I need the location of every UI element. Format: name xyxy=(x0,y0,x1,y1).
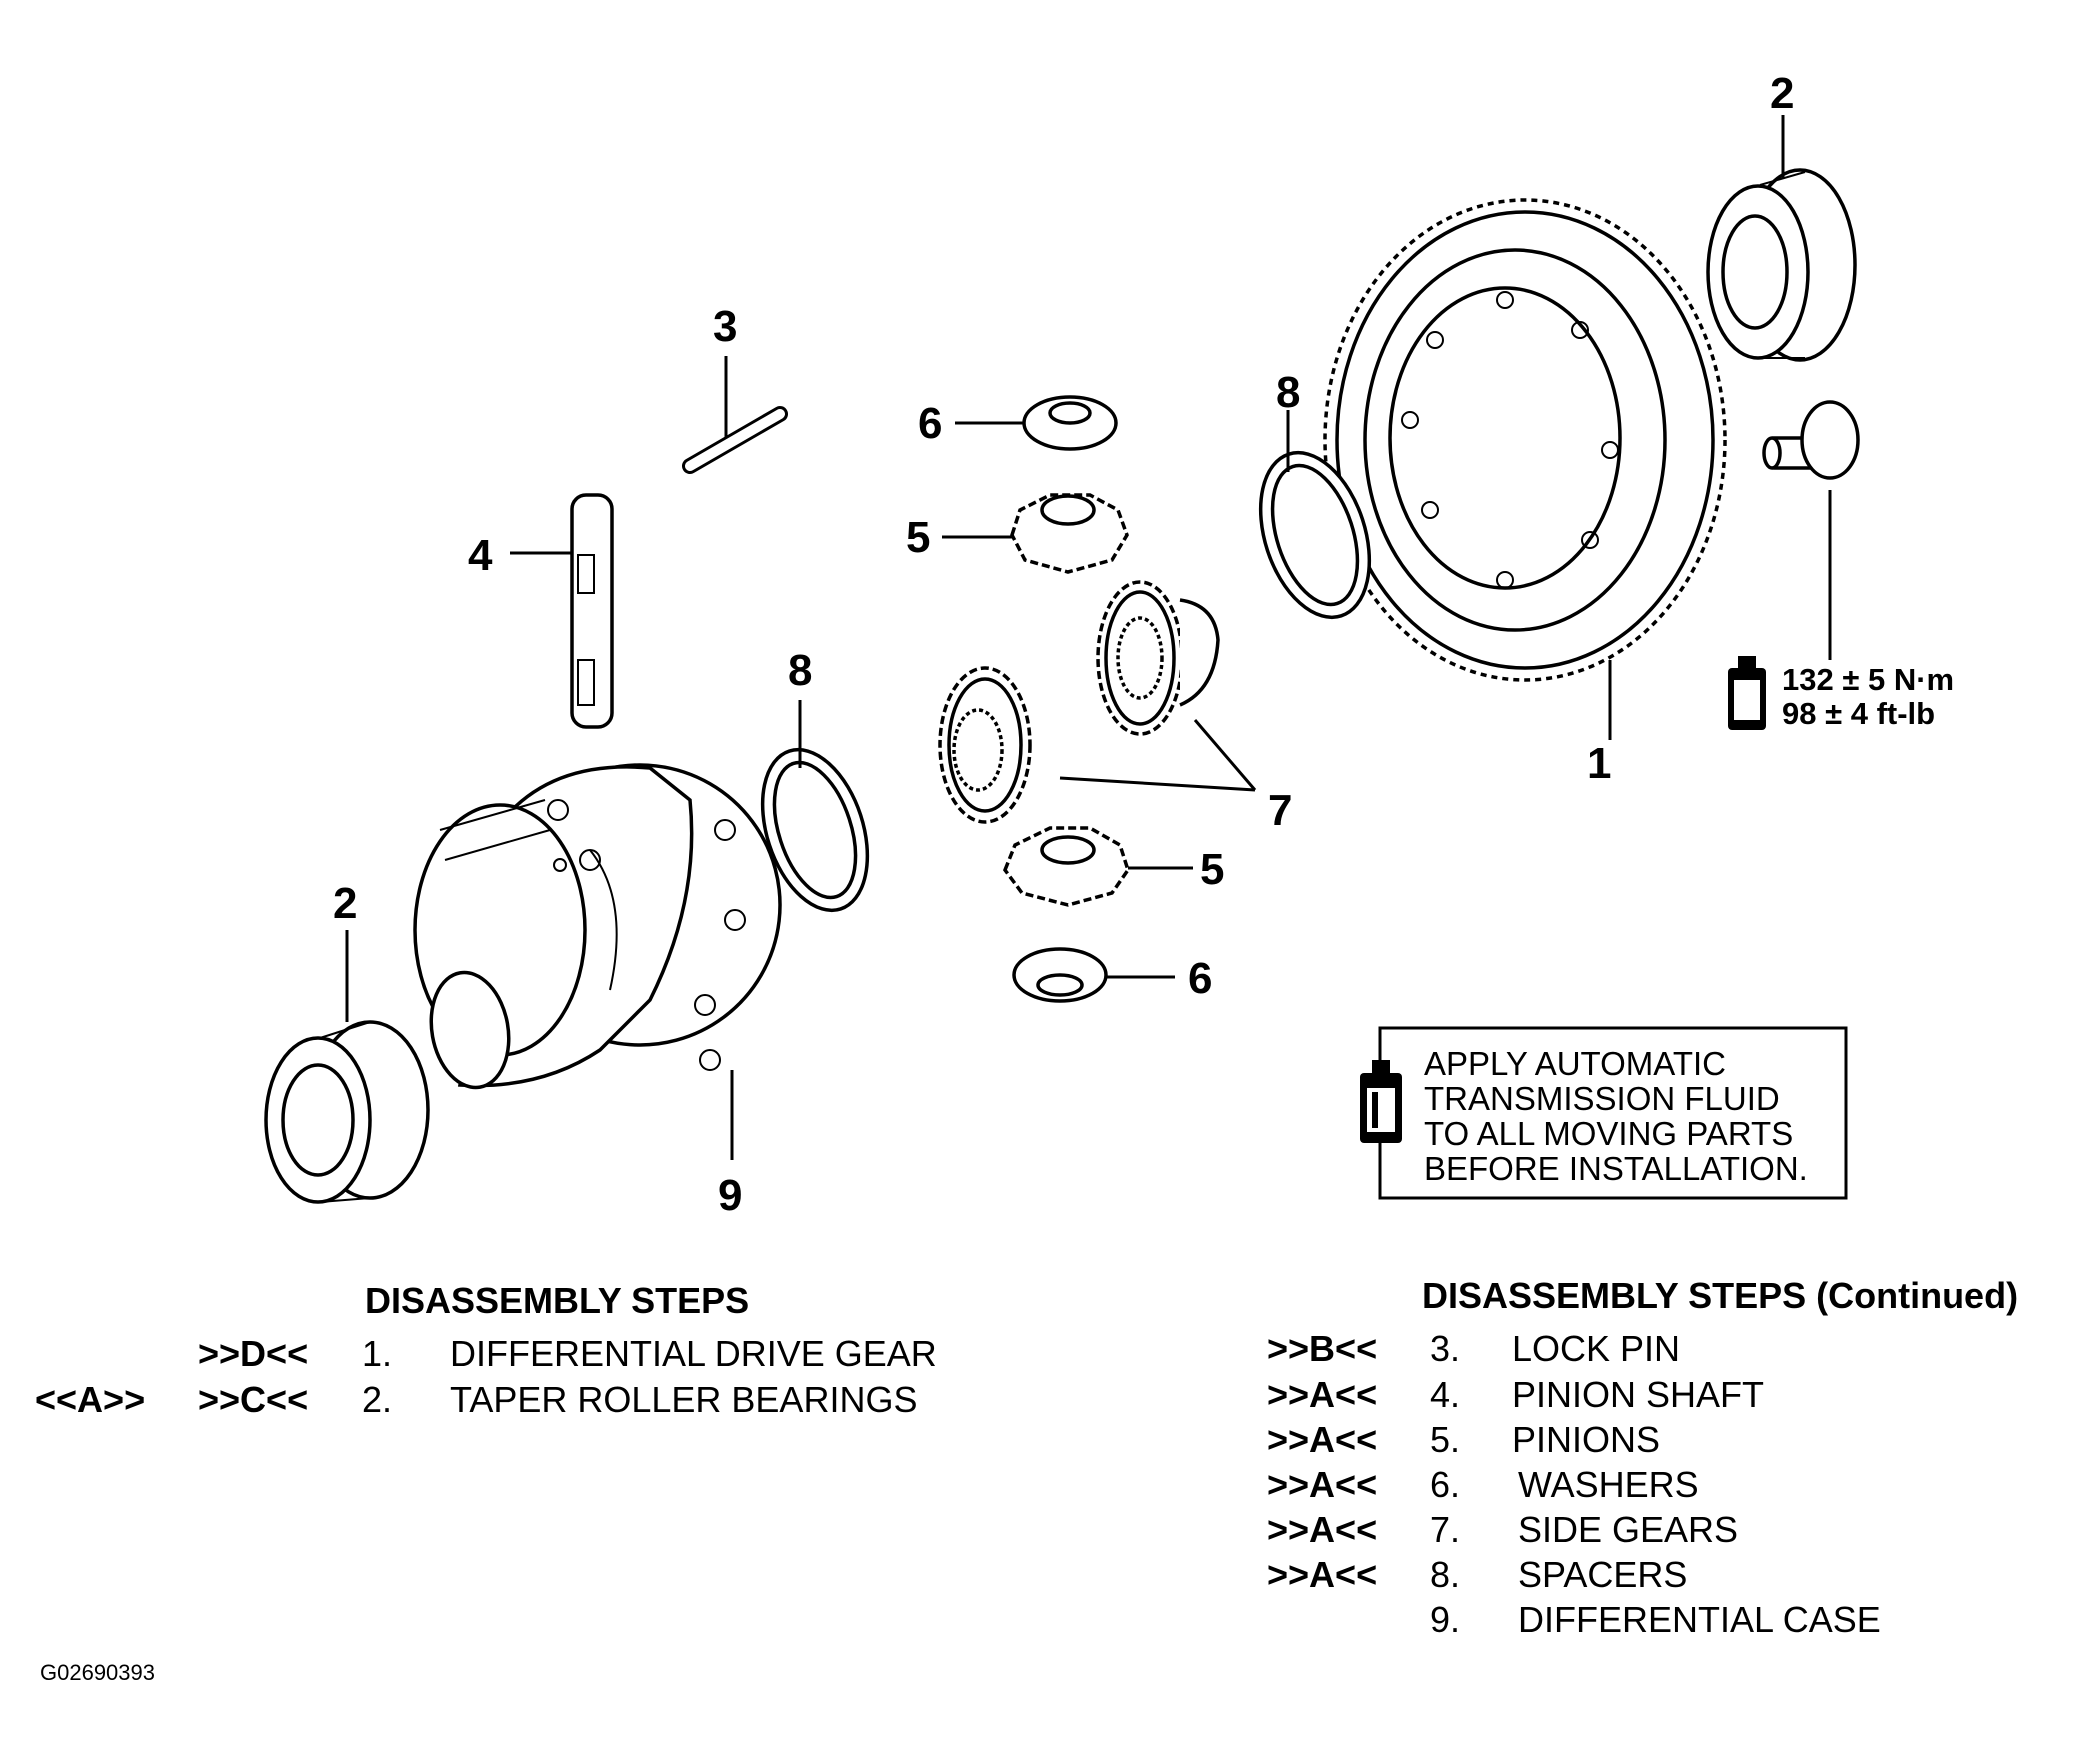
callout-6-top: 6 xyxy=(918,399,942,448)
lock-pin xyxy=(682,406,788,474)
callout-3: 3 xyxy=(713,302,737,351)
step-label: TAPER ROLLER BEARINGS xyxy=(450,1379,918,1420)
side-gear-upper xyxy=(1096,580,1220,736)
washer-bottom xyxy=(1012,947,1108,1003)
step-code: >>C<< xyxy=(198,1379,309,1420)
fluid-note-box: APPLY AUTOMATIC TRANSMISSION FLUID TO AL… xyxy=(1360,1026,1848,1200)
note-line-4: BEFORE INSTALLATION. xyxy=(1424,1150,1808,1187)
steps-right-row-3: >>B<< 3. LOCK PIN xyxy=(1260,1327,2060,1371)
pinion-bottom xyxy=(1003,826,1130,907)
step-code: >>A<< xyxy=(1267,1554,1378,1595)
steps-left-heading: DISASSEMBLY STEPS xyxy=(365,1280,750,1321)
callout-8-right: 8 xyxy=(1276,368,1300,417)
step-code: >>A<< xyxy=(1267,1464,1378,1505)
steps-right-row-9: 9. DIFFERENTIAL CASE xyxy=(1260,1598,2060,1642)
pinion-shaft xyxy=(570,493,614,729)
steps-left-row-1: >>D<< 1. DIFFERENTIAL DRIVE GEAR xyxy=(0,1332,1100,1376)
spacer-left xyxy=(760,747,870,913)
step-pre-code: <<A>> xyxy=(35,1379,146,1420)
step-label: WASHERS xyxy=(1518,1464,1699,1505)
steps-right-row-7: >>A<< 7. SIDE GEARS xyxy=(1260,1508,2060,1552)
callout-7: 7 xyxy=(1268,786,1292,835)
step-label: PINIONS xyxy=(1512,1419,1661,1460)
step-number: 8. xyxy=(1430,1554,1461,1595)
callout-9: 9 xyxy=(718,1171,742,1220)
callout-8-left: 8 xyxy=(788,646,812,695)
callout-1: 1 xyxy=(1587,739,1611,788)
steps-right-row-6: >>A<< 6. WASHERS xyxy=(1260,1463,2060,1507)
step-number: 7. xyxy=(1430,1509,1461,1550)
pinion-top xyxy=(1010,493,1129,574)
step-number: 2. xyxy=(362,1379,393,1420)
washer-top xyxy=(1022,395,1118,451)
step-number: 4. xyxy=(1430,1374,1461,1415)
step-code: >>D<< xyxy=(198,1333,309,1374)
note-line-1: APPLY AUTOMATIC xyxy=(1424,1045,1726,1082)
step-label: PINION SHAFT xyxy=(1512,1374,1765,1415)
step-label: SIDE GEARS xyxy=(1518,1509,1739,1550)
torque-bottle-icon xyxy=(1728,656,1766,730)
step-number: 1. xyxy=(362,1333,393,1374)
steps-right-row-8: >>A<< 8. SPACERS xyxy=(1260,1553,2060,1597)
step-code: >>B<< xyxy=(1267,1328,1378,1369)
side-gear-lower xyxy=(938,666,1032,824)
callout-4: 4 xyxy=(468,531,493,580)
torque-imperial: 98 ± 4 ft-lb xyxy=(1782,696,1935,731)
step-label: LOCK PIN xyxy=(1512,1328,1681,1369)
step-number: 9. xyxy=(1430,1599,1461,1640)
callout-2-left: 2 xyxy=(333,879,357,928)
taper-roller-bearing-left xyxy=(264,1020,430,1204)
callout-2-top: 2 xyxy=(1770,69,1794,118)
step-code: >>A<< xyxy=(1267,1419,1378,1460)
step-number: 3. xyxy=(1430,1328,1461,1369)
steps-left-row-2: <<A>> >>C<< 2. TAPER ROLLER BEARINGS xyxy=(0,1378,1100,1422)
torque-metric: 132 ± 5 N·m xyxy=(1782,662,1954,697)
callout-6-bottom: 6 xyxy=(1188,954,1212,1003)
fluid-bottle-icon xyxy=(1360,1060,1402,1143)
differential-drive-gear xyxy=(1323,198,1727,682)
taper-roller-bearing-top xyxy=(1706,168,1857,362)
gear-bolt xyxy=(1762,400,1860,480)
differential-case xyxy=(413,763,782,1090)
figure-id: G02690393 xyxy=(40,1660,155,1685)
step-code: >>A<< xyxy=(1267,1509,1378,1550)
steps-right-row-4: >>A<< 4. PINION SHAFT xyxy=(1260,1373,2060,1417)
callout-5-bottom: 5 xyxy=(1200,845,1224,894)
steps-right-row-5: >>A<< 5. PINIONS xyxy=(1260,1418,2060,1462)
note-line-2: TRANSMISSION FLUID xyxy=(1424,1080,1780,1117)
steps-left: DISASSEMBLY STEPS >>D<< 1. DIFFERENTIAL … xyxy=(0,1280,1100,1460)
step-number: 6. xyxy=(1430,1464,1461,1505)
step-number: 5. xyxy=(1430,1419,1461,1460)
steps-right: DISASSEMBLY STEPS (Continued) >>B<< 3. L… xyxy=(1260,1275,2060,1655)
step-label: DIFFERENTIAL CASE xyxy=(1518,1599,1881,1640)
note-line-3: TO ALL MOVING PARTS xyxy=(1424,1115,1793,1152)
step-code: >>A<< xyxy=(1267,1374,1378,1415)
step-label: SPACERS xyxy=(1518,1554,1688,1595)
steps-right-heading: DISASSEMBLY STEPS (Continued) xyxy=(1422,1275,2019,1316)
callout-5-top: 5 xyxy=(906,513,930,562)
step-label: DIFFERENTIAL DRIVE GEAR xyxy=(450,1333,937,1374)
